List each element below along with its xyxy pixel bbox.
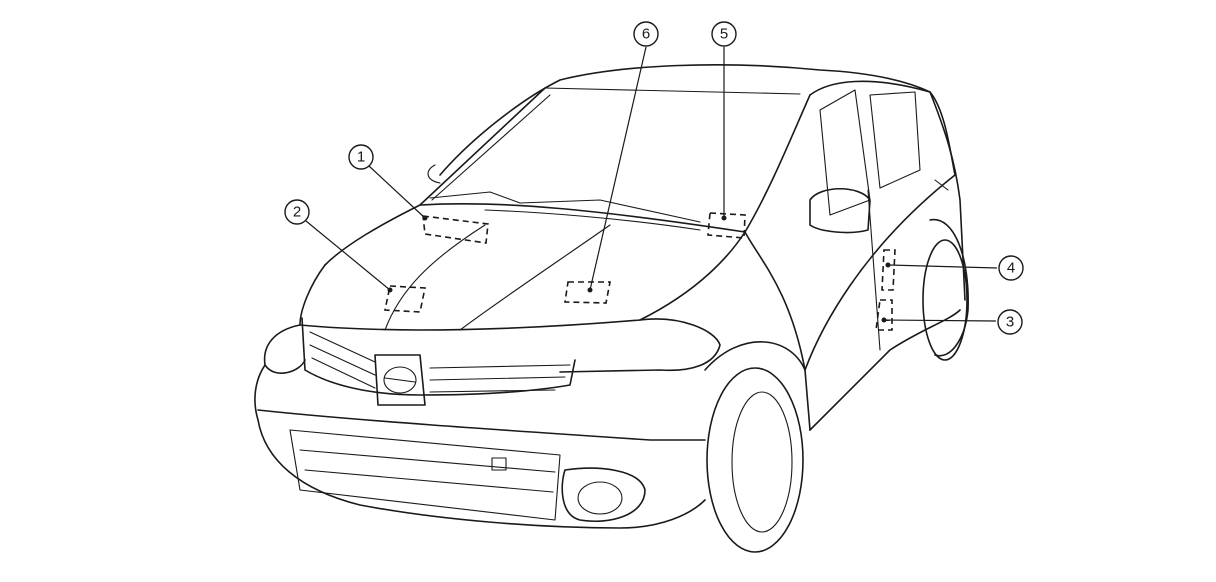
roof-edge bbox=[544, 87, 801, 95]
rear-wheel-arch bbox=[929, 218, 969, 357]
cowl-line bbox=[419, 202, 746, 233]
component-box-4 bbox=[881, 249, 896, 291]
callout-6: 6 bbox=[633, 21, 659, 47]
windshield-right-pillar bbox=[744, 94, 811, 233]
door-belt-line bbox=[804, 174, 956, 371]
fuel-door bbox=[934, 179, 949, 191]
side-sill bbox=[809, 309, 961, 431]
car-body bbox=[254, 63, 969, 553]
callout-5: 5 bbox=[711, 21, 737, 47]
component-box-3 bbox=[875, 299, 893, 331]
leader-2 bbox=[305, 220, 391, 291]
front-wheel-tire bbox=[706, 367, 804, 553]
roof-line bbox=[439, 63, 931, 176]
side-mirror bbox=[809, 188, 871, 234]
wiper-blades bbox=[429, 191, 701, 223]
leader-lines bbox=[305, 46, 998, 323]
leader-point-5 bbox=[721, 215, 727, 221]
hood-right-edge bbox=[639, 231, 746, 321]
cowl-panel bbox=[484, 209, 701, 231]
callout-4-label: 4 bbox=[1007, 260, 1015, 277]
rear-door-window bbox=[869, 91, 921, 189]
hood-crease-left bbox=[384, 224, 486, 331]
front-wheel-rim bbox=[731, 391, 793, 533]
front-fender-arch bbox=[704, 341, 811, 431]
emblem-ring bbox=[383, 366, 417, 394]
leader-1 bbox=[368, 165, 426, 219]
emblem-frame bbox=[374, 354, 426, 406]
callout-1: 1 bbox=[348, 144, 374, 170]
component-boxes bbox=[384, 212, 896, 331]
component-box-2 bbox=[384, 285, 426, 313]
grille-bars-left bbox=[309, 331, 376, 389]
windshield-left-pillar bbox=[419, 87, 546, 206]
hood-left-edge bbox=[324, 204, 421, 266]
door-frame-top bbox=[809, 80, 956, 176]
callout-2: 2 bbox=[284, 199, 310, 225]
headlight-left bbox=[263, 324, 306, 374]
leader-point-2 bbox=[387, 287, 393, 293]
leader-point-4 bbox=[885, 262, 891, 268]
hood-crease-right bbox=[459, 224, 611, 331]
front-fender-side bbox=[744, 231, 806, 371]
grille-bars-right bbox=[429, 364, 571, 393]
lower-grille bbox=[289, 429, 561, 521]
callout-6-label: 6 bbox=[642, 26, 650, 43]
fog-lamp bbox=[577, 481, 623, 515]
headlight-right bbox=[559, 318, 721, 373]
door-gap bbox=[867, 189, 881, 351]
fog-lamp-housing bbox=[561, 467, 646, 522]
component-box-5 bbox=[707, 212, 746, 239]
left-mirror bbox=[427, 164, 441, 184]
bumper-outline bbox=[254, 364, 706, 529]
callout-2-label: 2 bbox=[293, 204, 301, 221]
component-box-1 bbox=[422, 215, 489, 244]
leader-point-1 bbox=[422, 215, 428, 221]
component-box-6 bbox=[564, 281, 611, 304]
lower-grille-bars bbox=[299, 449, 556, 493]
leader-3 bbox=[883, 319, 997, 322]
rear-quarter bbox=[929, 91, 966, 301]
tow-hook-cover bbox=[491, 457, 507, 471]
windshield-inner-left bbox=[431, 94, 551, 201]
leader-point-3 bbox=[881, 317, 887, 323]
front-door-window bbox=[819, 89, 871, 216]
emblem-bar bbox=[384, 377, 416, 383]
leader-point-6 bbox=[587, 287, 593, 293]
grille-outline bbox=[301, 317, 576, 396]
hood-front-edge bbox=[299, 264, 641, 331]
leader-6 bbox=[589, 46, 647, 291]
rear-wheel-tire bbox=[922, 239, 968, 361]
callout-3-label: 3 bbox=[1006, 314, 1014, 331]
callouts: 1 2 3 4 5 6 bbox=[284, 21, 1024, 335]
callout-4: 4 bbox=[998, 255, 1024, 281]
callout-1-label: 1 bbox=[357, 149, 365, 166]
bumper-upper-line bbox=[257, 409, 706, 441]
callout-5-label: 5 bbox=[720, 26, 728, 43]
callout-3: 3 bbox=[997, 309, 1023, 335]
leader-4 bbox=[887, 264, 998, 269]
